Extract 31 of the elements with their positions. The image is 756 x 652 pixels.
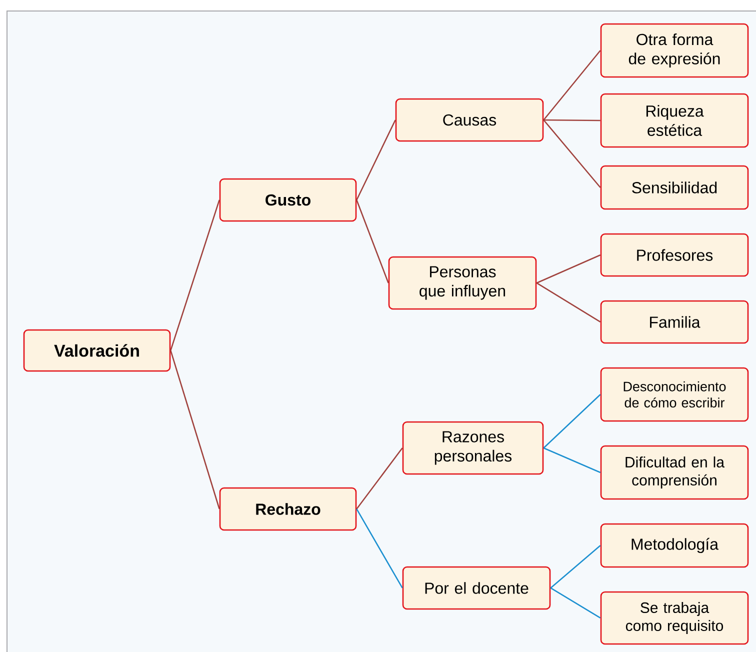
connector-line (356, 200, 389, 284)
connector-line (536, 254, 601, 284)
connector-line (544, 119, 600, 122)
connector-line (550, 545, 601, 588)
connector-line (170, 350, 220, 510)
concept-box: Gusto (219, 178, 357, 222)
concept-box: Metodología (600, 523, 749, 568)
connector-line (543, 120, 601, 188)
concept-box: Desconocimiento de cómo escribir (600, 367, 749, 422)
connector-line (170, 200, 220, 351)
concept-box: Causas (395, 98, 544, 142)
concept-box: Rechazo (219, 487, 357, 531)
concept-box: Otra forma de expresión (600, 23, 749, 78)
connector-line (543, 50, 601, 120)
concept-box: Sensibilidad (600, 165, 749, 210)
connector-line (550, 587, 601, 619)
connector-line (543, 447, 601, 474)
connector-line (356, 120, 396, 200)
concept-box: Profesores (600, 233, 749, 277)
concept-box: Por el docente (402, 566, 551, 610)
connector-line (356, 448, 403, 510)
concept-box: Riqueza estética (600, 93, 749, 148)
concept-box: Se trabaja como requisito (600, 591, 749, 645)
concept-box: Dificultad en la comprensión (600, 445, 749, 500)
connector-line (536, 282, 601, 323)
connector-line (543, 394, 601, 448)
concept-box: Personas que influyen (388, 256, 537, 310)
concept-box: Valoración (23, 329, 171, 372)
concept-box: Razones personales (402, 421, 544, 475)
concept-box: Familia (600, 300, 749, 344)
connector-line (356, 508, 403, 588)
